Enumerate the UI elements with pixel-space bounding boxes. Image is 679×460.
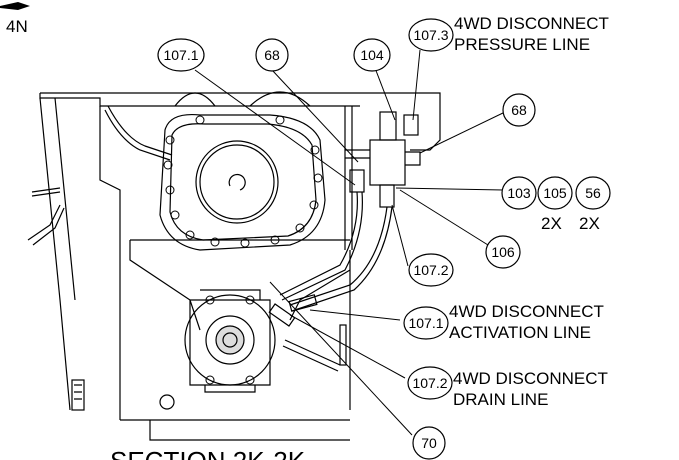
bubble-107-2-mid: 107.2 — [408, 253, 454, 287]
bubble-103: 103 — [501, 176, 537, 210]
bubble-105: 105 — [537, 176, 573, 210]
housing-drawing — [39, 91, 441, 441]
svg-text:105: 105 — [543, 185, 567, 201]
bubble-68-top: 68 — [255, 38, 289, 72]
direction-arrow — [0, 2, 30, 10]
leader-lines — [194, 49, 506, 436]
bubble-107-1-top: 107.1 — [157, 38, 205, 72]
bubble-56: 56 — [575, 176, 611, 210]
svg-text:103: 103 — [507, 185, 531, 201]
bubble-107-2-bottom: 107.2 — [407, 366, 453, 400]
svg-text:107.3: 107.3 — [413, 27, 448, 43]
svg-text:70: 70 — [421, 435, 437, 451]
svg-text:56: 56 — [585, 185, 601, 201]
bubble-106: 106 — [485, 235, 521, 269]
callout-drain-line-2: DRAIN LINE — [453, 390, 548, 409]
svg-text:104: 104 — [360, 47, 384, 63]
svg-text:106: 106 — [491, 244, 515, 260]
bubble-68-right: 68 — [502, 93, 536, 127]
bolt-holes — [163, 115, 323, 385]
svg-text:107.1: 107.1 — [408, 315, 443, 331]
bubble-70: 70 — [412, 426, 446, 460]
bubble-107-3: 107.3 — [408, 18, 454, 52]
callout-pressure-line-2: PRESSURE LINE — [454, 35, 590, 54]
qty-105: 2X — [541, 214, 562, 233]
svg-text:107.1: 107.1 — [163, 47, 198, 63]
bubble-104: 104 — [353, 38, 391, 72]
callout-drain-line-1: 4WD DISCONNECT — [453, 369, 608, 388]
svg-text:68: 68 — [511, 102, 527, 118]
callout-pressure-line-1: 4WD DISCONNECT — [454, 14, 609, 33]
callout-activation-line-2: ACTIVATION LINE — [449, 323, 591, 342]
callout-activation-line-1: 4WD DISCONNECT — [449, 302, 604, 321]
qty-56: 2X — [579, 214, 600, 233]
left-hoses — [27, 105, 173, 411]
valve-assembly — [268, 111, 421, 372]
svg-text:107.2: 107.2 — [412, 375, 447, 391]
section-title: SECTION 2K-2K — [110, 446, 306, 460]
direction-label: 4N — [6, 17, 28, 36]
svg-text:107.2: 107.2 — [413, 262, 448, 278]
svg-text:68: 68 — [264, 47, 280, 63]
bubble-107-1-bottom: 107.1 — [403, 306, 449, 340]
